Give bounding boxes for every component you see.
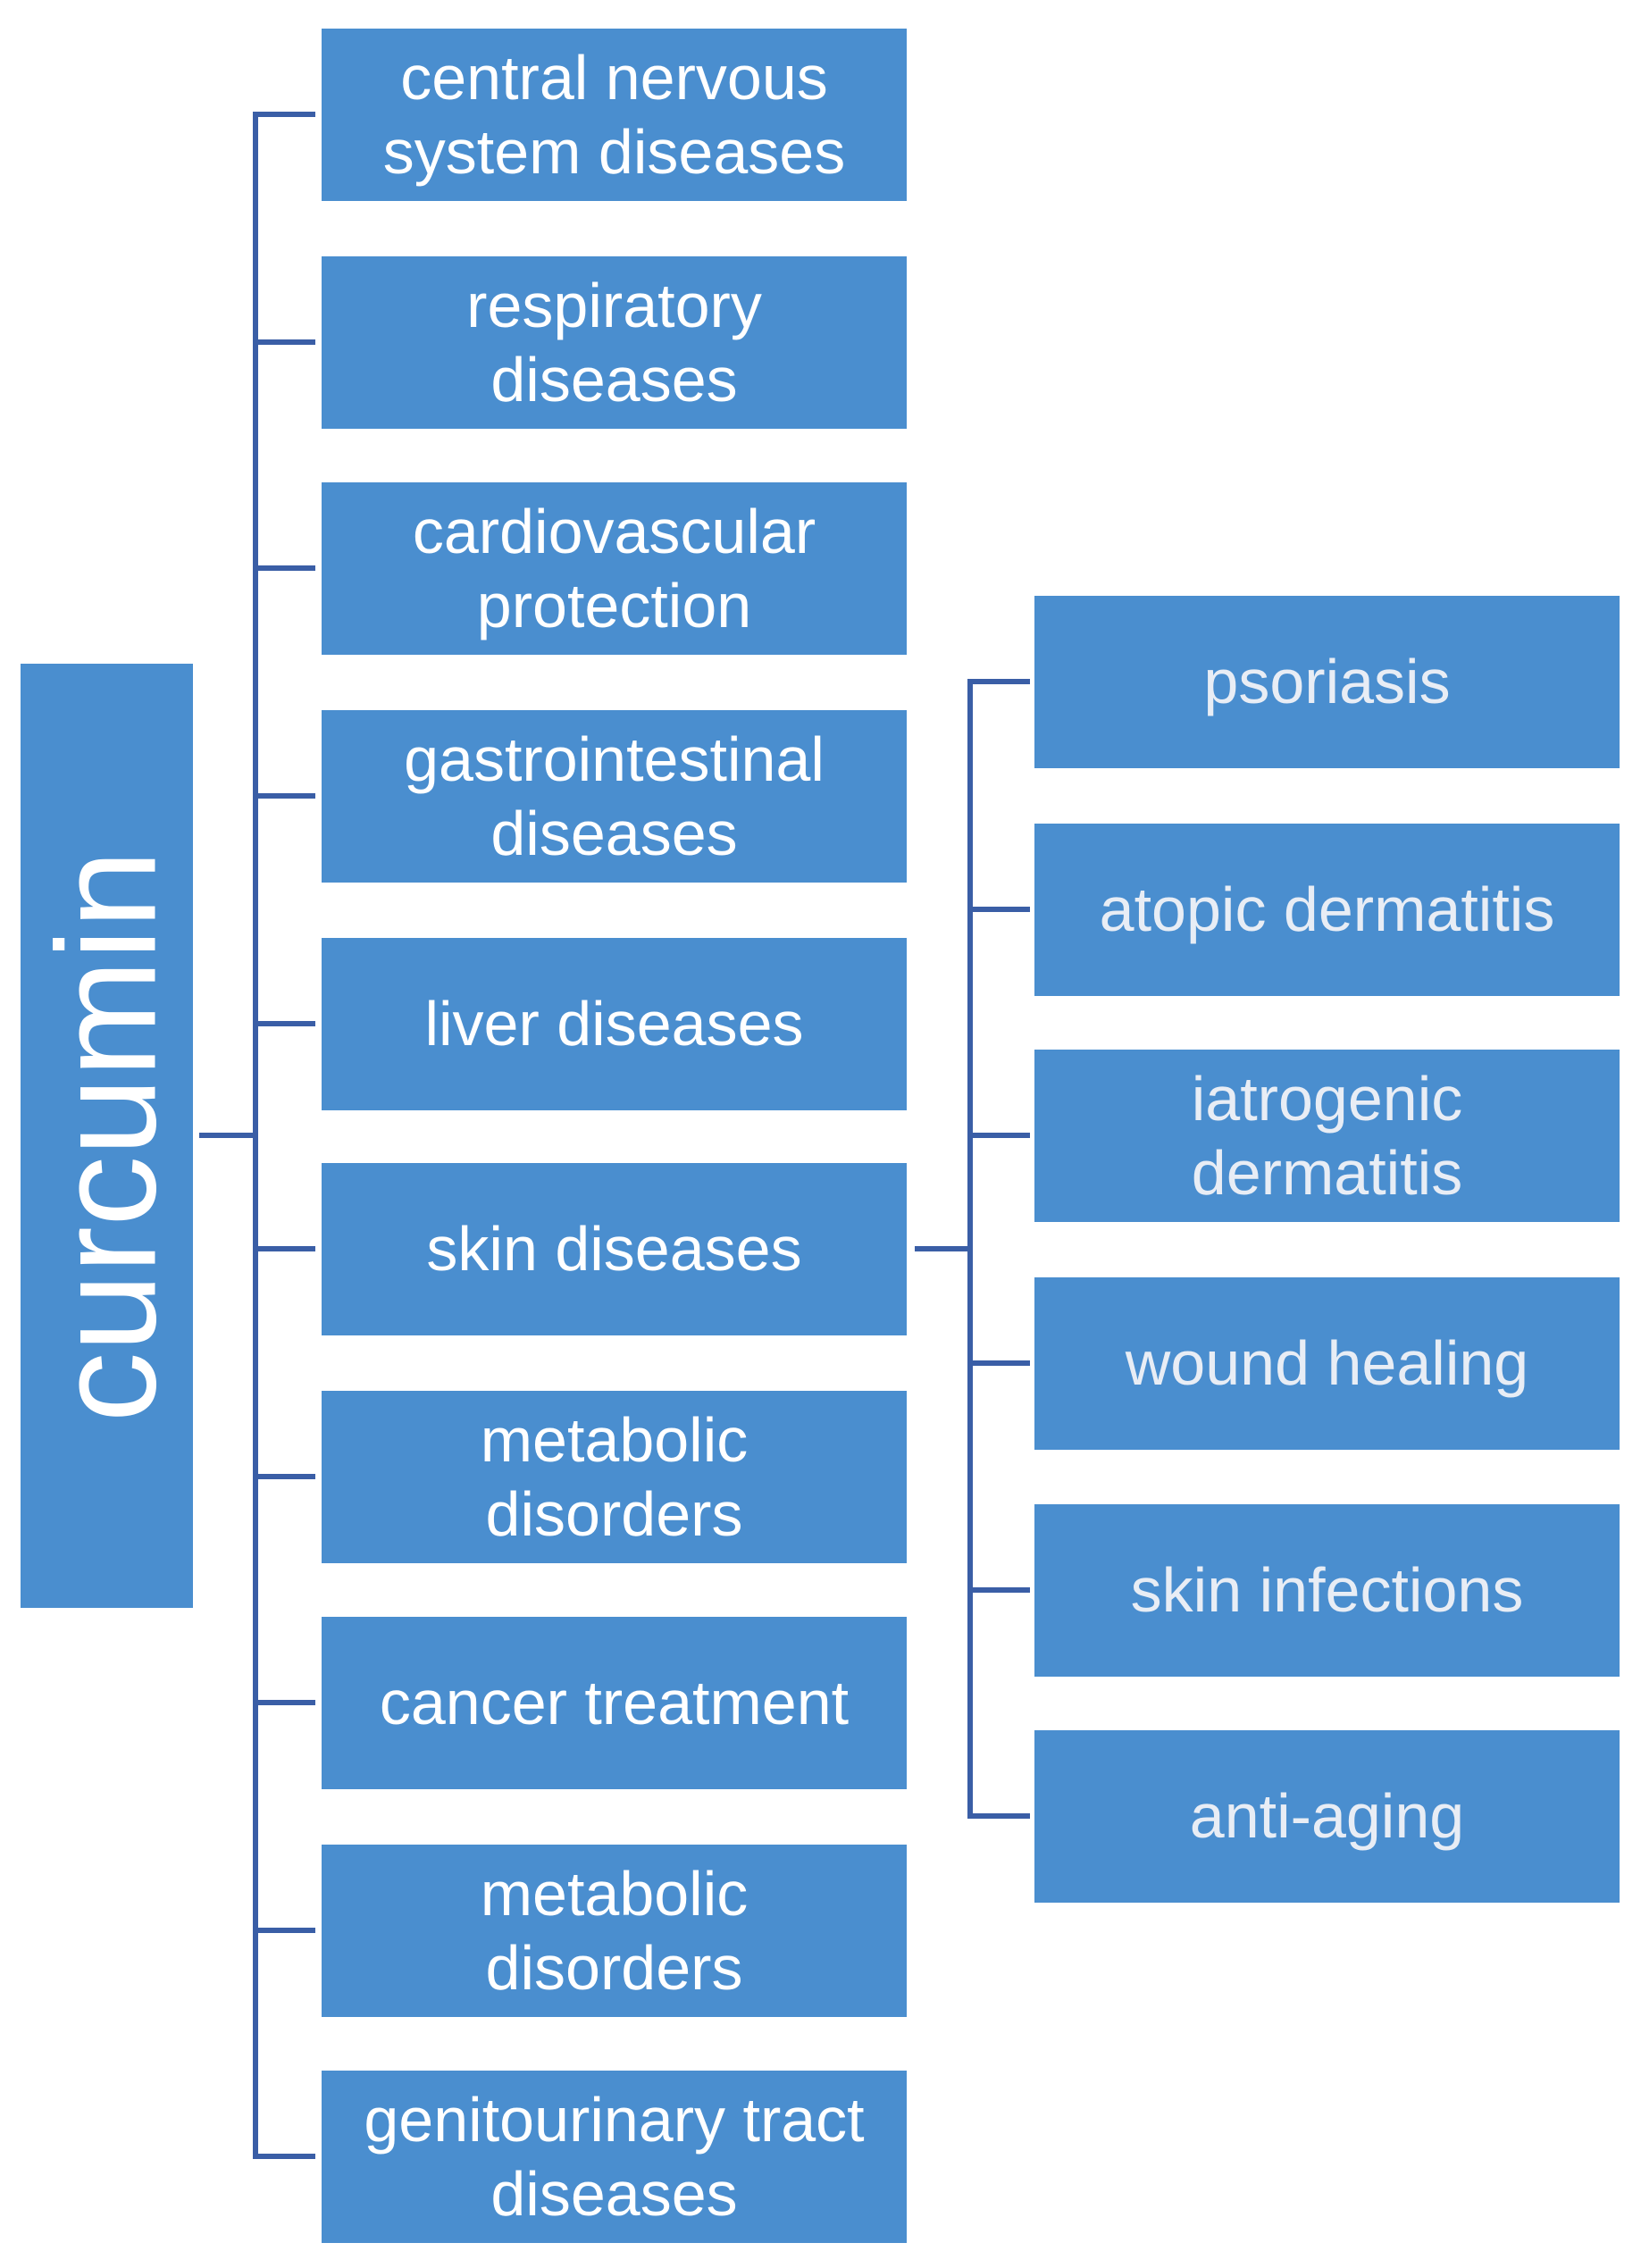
root-label: curcumin [28,849,186,1422]
subcategory-skin-infections: skin infections [1034,1504,1620,1677]
category-genitourinary: genitourinary tract diseases [322,2071,907,2243]
subcategory-label: wound healing [1125,1328,1529,1399]
subcategory-label: atopic dermatitis [1099,875,1555,945]
category-label: central nervous system diseases [382,42,846,187]
category-label: metabolic disorders [480,1858,749,2003]
category-label: gastrointestinal diseases [404,724,825,868]
category-label: cardiovascular protection [412,496,816,640]
subcategory-anti-aging: anti-aging [1034,1730,1620,1903]
category-cardiovascular: cardiovascular protection [322,482,907,655]
category-label: respiratory diseases [466,270,762,414]
category-skin: skin diseases [322,1163,907,1335]
subcategory-label: iatrogenic dermatitis [1191,1063,1463,1208]
category-cns: central nervous system diseases [322,29,907,201]
category-cancer: cancer treatment [322,1617,907,1789]
category-liver: liver diseases [322,938,907,1110]
category-metabolic-1: metabolic disorders [322,1391,907,1563]
subcategory-wound-healing: wound healing [1034,1277,1620,1450]
subcategory-iatrogenic-dermatitis: iatrogenic dermatitis [1034,1050,1620,1222]
category-metabolic-2: metabolic disorders [322,1845,907,2017]
category-label: metabolic disorders [480,1404,749,1549]
subcategory-label: skin infections [1130,1555,1524,1626]
category-gastrointestinal: gastrointestinal diseases [322,710,907,883]
category-label: genitourinary tract diseases [364,2084,865,2229]
category-label: liver diseases [424,989,804,1059]
root-node: curcumin [21,664,193,1608]
category-label: skin diseases [426,1214,802,1285]
subcategory-label: anti-aging [1189,1781,1465,1852]
subcategory-label: psoriasis [1203,647,1451,717]
category-label: cancer treatment [379,1668,850,1738]
subcategory-atopic-dermatitis: atopic dermatitis [1034,824,1620,996]
subcategory-psoriasis: psoriasis [1034,596,1620,768]
category-respiratory: respiratory diseases [322,256,907,429]
